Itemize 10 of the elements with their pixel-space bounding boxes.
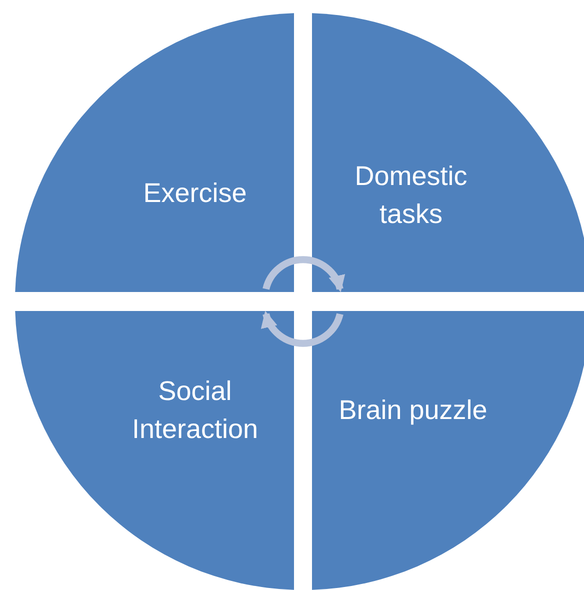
segment-label: Social Interaction xyxy=(130,375,260,446)
cycle-arrow xyxy=(262,256,344,292)
cycle-arrow xyxy=(262,310,344,347)
quadrant-segment xyxy=(15,311,294,590)
segment-label: Domestic tasks xyxy=(354,160,468,231)
quadrant-segment xyxy=(312,311,584,590)
segment-label: Brain puzzle xyxy=(338,394,488,427)
quadrant-segment xyxy=(312,13,584,292)
quadrant-segment xyxy=(15,13,294,292)
segment-label: Exercise xyxy=(142,177,248,210)
